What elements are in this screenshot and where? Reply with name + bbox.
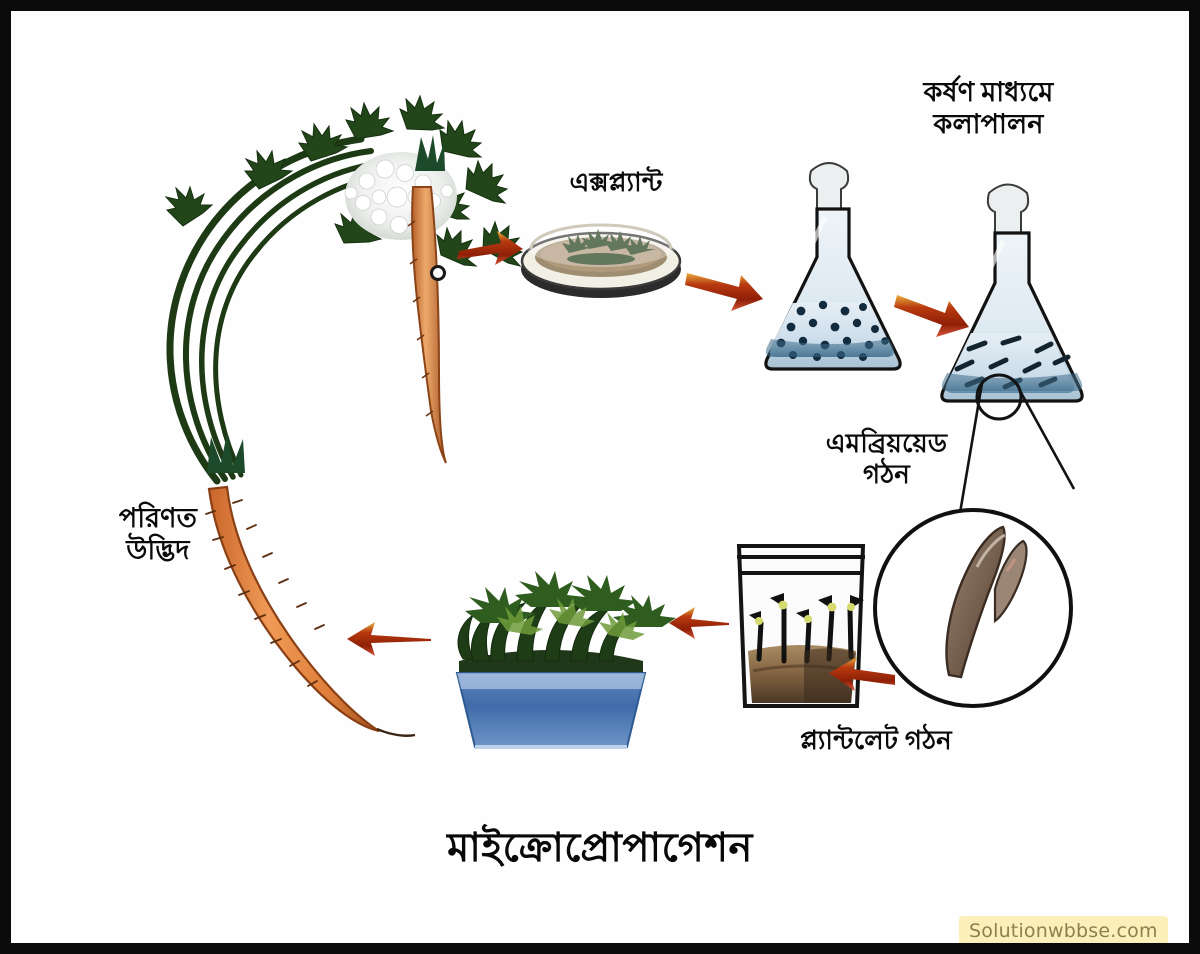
watermark: Solutionwbbse.com (959, 916, 1168, 943)
explant-petri-dish (520, 223, 682, 298)
carrot-root-upper (407, 135, 447, 464)
label-plantlet-formation: প্ল্যান্টলেট গঠন (800, 726, 952, 755)
label-embryoid-formation: এমব্রিয়য়েড গঠন (825, 429, 948, 489)
arrow-jar-to-tray (669, 607, 729, 639)
arrow-tray-to-plant (347, 622, 431, 656)
figure-title: মাইক্রোপ্রোপাগেশন (447, 825, 753, 870)
diagram-canvas: কর্ষণ মাধ্যমে কলাপালন এক্সপ্ল্যান্ট এমব্… (11, 11, 1189, 943)
arrow-flask-to-flask (894, 295, 969, 337)
culture-flask-illustration (764, 162, 902, 371)
arrow-magnifier-to-jar (829, 657, 895, 691)
label-mature-plant: পরিণত উদ্ভিদ (118, 503, 198, 565)
label-explant: এক্সপ্ল্যান্ট (569, 168, 663, 197)
micropropagation-illustration (164, 94, 1084, 749)
carrot-root-main (205, 433, 416, 737)
magnified-embryoid-circle (873, 508, 1073, 708)
embryoid-body (945, 525, 1028, 679)
mature-plant-illustration (164, 94, 524, 737)
arrow-explant-to-flask (685, 273, 763, 311)
seedling-tray-illustration (455, 571, 676, 749)
arrow-plant-to-explant (457, 231, 523, 265)
label-culture-medium: কর্ষণ মাধ্যমে কলাপালন (923, 77, 1054, 139)
embryoid-flask-illustration (940, 183, 1084, 514)
